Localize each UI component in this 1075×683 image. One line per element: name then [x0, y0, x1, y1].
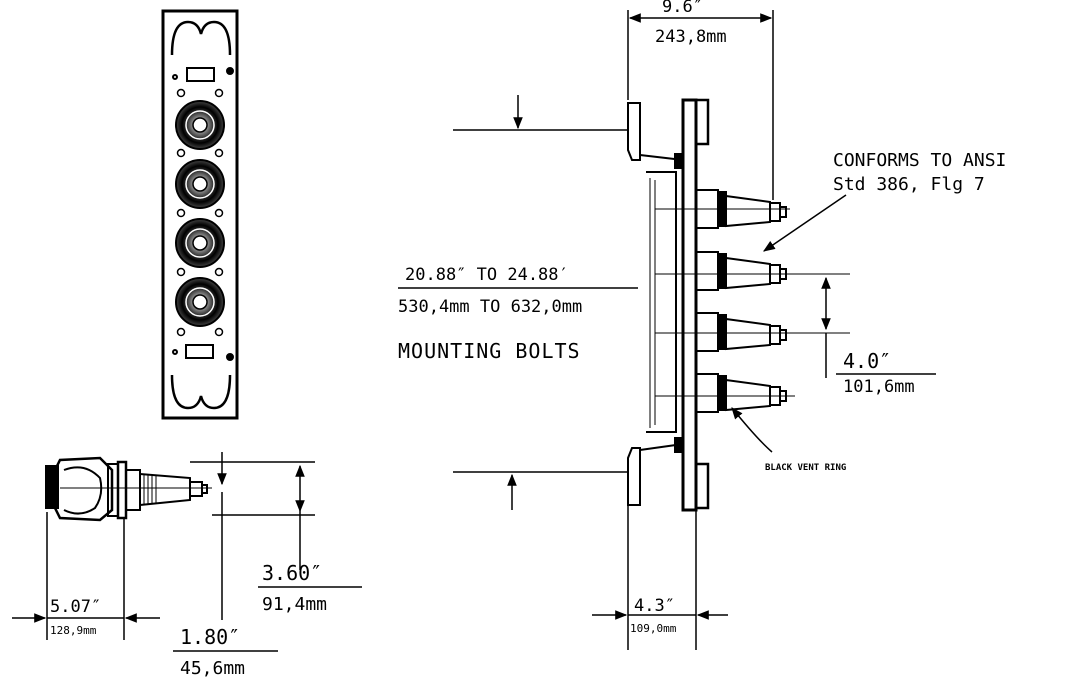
bushing-2 — [175, 159, 225, 209]
bolt-span-mm: 530,4mm TO 632,0mm — [398, 297, 582, 317]
depth-in: 4.3″ — [634, 596, 675, 616]
front-bushings — [175, 100, 225, 327]
pitch-mm: 101,6mm — [843, 377, 915, 397]
side-bushing-4 — [695, 373, 787, 413]
front-view — [161, 9, 239, 420]
ansi-note-line1: CONFORMS TO ANSI — [833, 150, 1006, 171]
depth-mm: 109,0mm — [630, 622, 677, 635]
dimension-lines — [12, 10, 847, 650]
ansi-note-line2: Std 386, Flg 7 — [833, 174, 985, 195]
side-view — [45, 456, 212, 522]
pitch-in: 4.0″ — [843, 349, 891, 373]
top-slot — [170, 20, 232, 56]
bolt-span-in: 20.88″ TO 24.88′ — [405, 265, 569, 285]
top-width-in: 9.6″ — [662, 0, 703, 17]
bolt-label: MOUNTING BOLTS — [398, 339, 581, 363]
top-width-mm: 243,8mm — [655, 27, 727, 47]
section-view — [627, 98, 850, 512]
bottom-label-plate — [185, 344, 214, 359]
side-center-in: 1.80″ — [180, 625, 240, 649]
side-width-mm: 128,9mm — [50, 624, 97, 637]
top-label-plate — [186, 67, 215, 82]
side-bushing-2 — [695, 251, 787, 291]
side-bushing-3 — [695, 312, 787, 352]
dimension-text: 9.6″ 243,8mm 20.88″ TO 24.88′ 530,4mm TO… — [47, 0, 1006, 679]
side-height-in: 3.60″ — [262, 561, 322, 585]
vent-ring-note: BLACK VENT RING — [765, 463, 846, 473]
bushing-1 — [175, 100, 225, 150]
side-width-in: 5.07″ — [50, 597, 101, 617]
mounting-plate — [681, 98, 698, 512]
side-height-mm: 91,4mm — [262, 594, 327, 615]
bushing-3 — [175, 218, 225, 268]
bushing-4 — [175, 277, 225, 327]
front-plate — [161, 9, 239, 420]
side-center-mm: 45,6mm — [180, 658, 245, 679]
bottom-slot — [170, 374, 232, 410]
mounting-holes — [176, 88, 224, 337]
